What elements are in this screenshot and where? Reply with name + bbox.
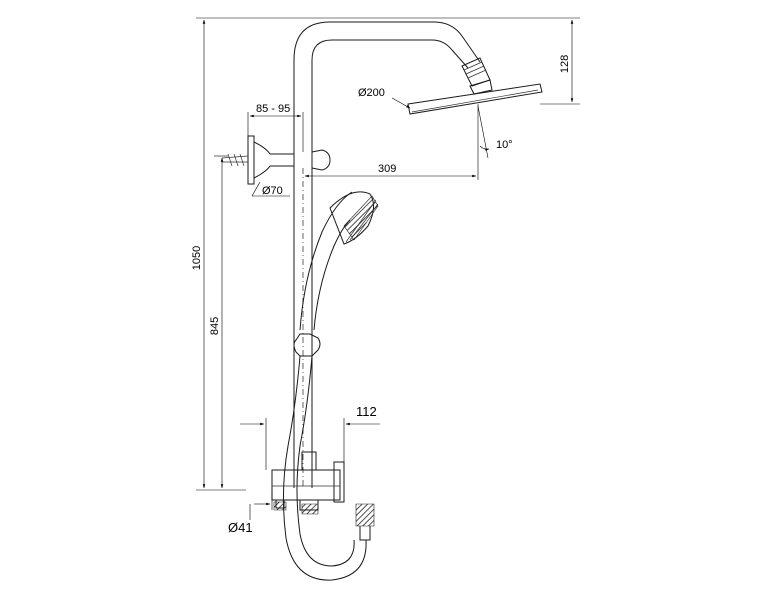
label-inlet-diameter: Ø41 (228, 520, 253, 535)
label-mixer-width: 112 (356, 404, 377, 419)
dimension-labels: 1050 845 128 Ø200 85 - 95 309 10° Ø70 11… (191, 55, 571, 535)
label-bracket-diameter: Ø70 (262, 185, 283, 197)
label-bracket-offset: 85 - 95 (256, 103, 290, 115)
mixer-body (271, 451, 345, 515)
slider-holder (293, 333, 321, 357)
label-total-height: 1050 (191, 246, 203, 270)
label-tilt-angle: 10° (496, 139, 513, 151)
overhead-shower-head (407, 57, 543, 115)
wall-bracket (221, 135, 331, 185)
label-arm-reach: 309 (378, 163, 396, 175)
label-head-drop: 128 (559, 55, 571, 73)
dimension-lines (196, 17, 580, 520)
shower-hose (282, 355, 367, 581)
hose-connector (355, 503, 375, 541)
label-head-diameter: Ø200 (358, 87, 385, 99)
label-bracket-height: 845 (209, 317, 221, 335)
riser-pipe (293, 21, 481, 488)
hand-shower (299, 191, 379, 331)
